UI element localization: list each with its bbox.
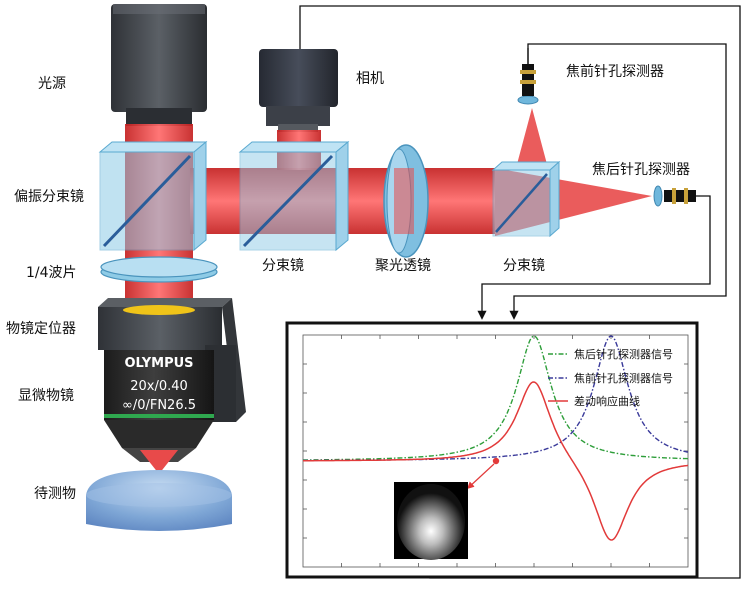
objective-spec-2: ∞/0/FN26.5 — [122, 398, 196, 413]
legend-pre-focal: 焦前针孔探测器信号 — [574, 371, 673, 385]
label-polarizing-beam-splitter: 偏振分束镜 — [14, 189, 84, 205]
objective-spec-1: 20x/0.40 — [130, 379, 188, 394]
microscope-objective: OLYMPUS 20x/0.40 ∞/0/FN26.5 — [104, 350, 214, 462]
condenser-lens — [383, 144, 429, 258]
label-beam-splitter-1: 分束镜 — [262, 258, 304, 274]
wire-pre-detector — [509, 43, 727, 320]
polarizing-beam-splitter-cube — [98, 140, 208, 252]
plot-ticks — [303, 335, 688, 567]
label-pre-focal-detector: 焦前针孔探测器 — [566, 63, 664, 80]
curve-differential-response — [303, 381, 689, 541]
quarter-wave-plate — [100, 256, 218, 283]
objective-positioner — [98, 298, 246, 422]
beam-splitter-2 — [491, 160, 561, 238]
beam-splitter-1 — [238, 140, 350, 252]
label-post-focal-detector: 焦后针孔探测器 — [592, 162, 690, 178]
chart-legend: 焦后针孔探测器信号 焦前针孔探测器信号 差动响应曲线 — [548, 347, 673, 408]
beam-cone-pre — [516, 108, 548, 168]
label-camera: 相机 — [356, 71, 384, 87]
sample — [86, 470, 232, 531]
focal-spot — [397, 484, 465, 560]
chart-panel: 焦后针孔探测器信号 焦前针孔探测器信号 差动响应曲线 — [285, 321, 699, 579]
pre-focal-detector — [517, 48, 539, 105]
light-source — [111, 4, 207, 126]
post-focal-detector — [653, 185, 696, 207]
label-condenser-lens: 聚光透镜 — [375, 258, 431, 274]
label-quarter-wave-plate: 1/4波片 — [26, 265, 77, 281]
label-beam-splitter-2: 分束镜 — [503, 258, 545, 274]
legend-differential: 差动响应曲线 — [574, 394, 640, 408]
plot-area — [302, 334, 689, 568]
zero-crossing-arrow — [466, 463, 495, 489]
focus-cone — [140, 450, 178, 474]
legend-post-focal: 焦后针孔探测器信号 — [574, 347, 673, 361]
label-objective-positioner: 物镜定位器 — [6, 321, 76, 337]
zero-crossing-point — [492, 457, 500, 465]
label-sample: 待测物 — [34, 486, 76, 502]
wire-post-detector — [477, 195, 711, 320]
label-microscope-objective: 显微物镜 — [18, 388, 74, 404]
curve-post-focal-signal — [302, 335, 689, 461]
label-light-source: 光源 — [38, 76, 66, 92]
objective-brand: OLYMPUS — [124, 356, 193, 371]
camera — [259, 49, 338, 132]
